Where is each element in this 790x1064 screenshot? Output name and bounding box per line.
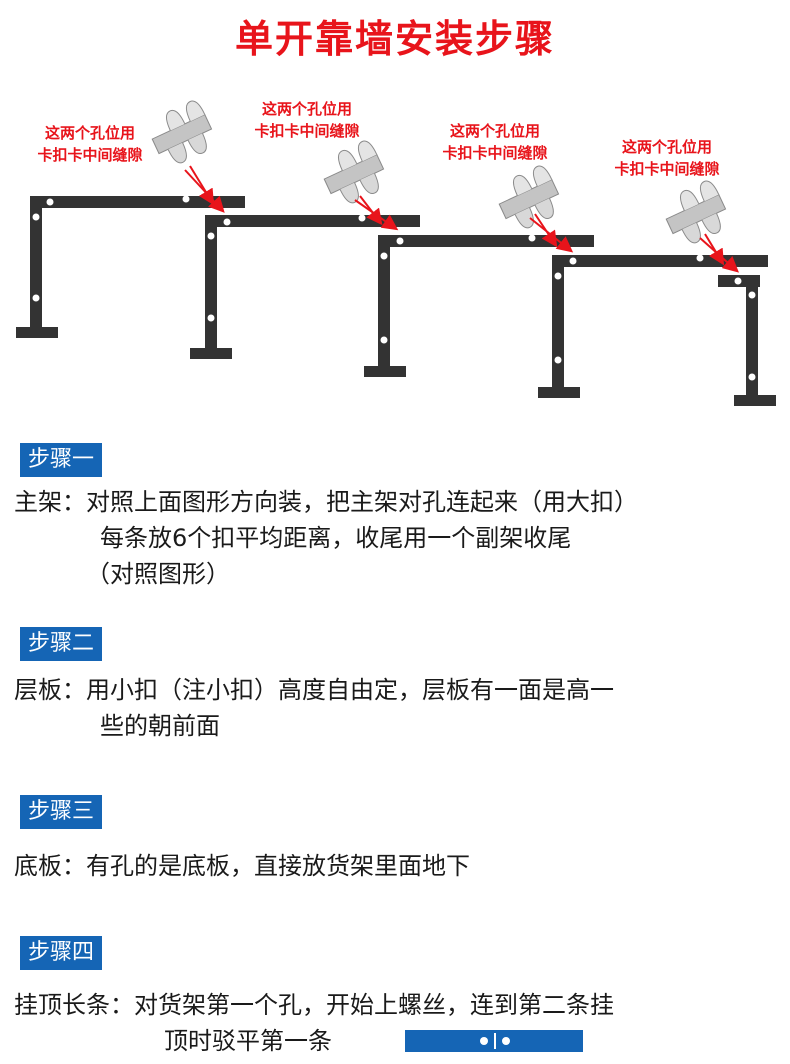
strip-joint [494, 1033, 496, 1049]
callout-3-line1: 这两个孔位用 [449, 122, 540, 140]
end-sub-frame [718, 275, 776, 406]
step-3-line-1: 底板：有孔的是底板，直接放货架里面地下 [14, 852, 470, 880]
callout-4: 这两个孔位用 卡扣卡中间缝隙 [597, 136, 737, 180]
callout-3-line2: 卡扣卡中间缝隙 [442, 144, 548, 162]
strip-hole-right [502, 1037, 510, 1045]
step-2-text: 层板：用小扣（注小扣）高度自由定，层板有一面是高一 些的朝前面 [14, 672, 784, 744]
callout-2-line1: 这两个孔位用 [261, 100, 352, 118]
frame-holes [32, 195, 756, 381]
page-title: 单开靠墙安装步骤 [234, 17, 555, 61]
step-1-line-1: 主架：对照上面图形方向装，把主架对孔连起来（用大扣） [14, 488, 638, 516]
step-4-line-2: 顶时驳平第一条 [164, 1027, 332, 1055]
step-4-line-1: 挂顶长条：对货架第一个孔，开始上螺丝，连到第二条挂 [14, 991, 614, 1019]
clip-2 [323, 140, 385, 204]
step-1-line-2: 每条放6个扣平均距离，收尾用一个副架收尾 [100, 524, 572, 552]
step-4-text: 挂顶长条：对货架第一个孔，开始上螺丝，连到第二条挂 顶时驳平第一条 [14, 987, 784, 1059]
callout-1-line2: 卡扣卡中间缝隙 [37, 146, 143, 164]
frame-2 [190, 215, 420, 359]
callout-4-line1: 这两个孔位用 [621, 138, 712, 156]
step-1-label: 步骤一 [20, 443, 103, 477]
step-2-line-2: 些的朝前面 [100, 712, 220, 740]
top-strip-illustration [405, 1030, 583, 1052]
clip-4 [665, 180, 727, 244]
step-4-label: 步骤四 [20, 936, 103, 970]
step-1-line-3: （对照图形） [86, 560, 230, 588]
clip-3 [498, 165, 560, 229]
step-2-label: 步骤二 [20, 627, 103, 661]
callout-3: 这两个孔位用 卡扣卡中间缝隙 [425, 120, 565, 164]
pointer-arrows [184, 165, 739, 273]
callout-2-line2: 卡扣卡中间缝隙 [254, 122, 360, 140]
step-1-text: 主架：对照上面图形方向装，把主架对孔连起来（用大扣） 每条放6个扣平均距离，收尾… [14, 484, 784, 592]
step-3-text: 底板：有孔的是底板，直接放货架里面地下 [14, 848, 784, 884]
callout-1-line1: 这两个孔位用 [44, 124, 135, 142]
step-2-line-1: 层板：用小扣（注小扣）高度自由定，层板有一面是高一 [14, 676, 614, 704]
installation-diagram: 这两个孔位用 卡扣卡中间缝隙 这两个孔位用 卡扣卡中间缝隙 这两个孔位用 卡扣卡… [0, 90, 790, 420]
step-3-label: 步骤三 [20, 795, 103, 829]
frame-1 [16, 196, 245, 338]
clip-1 [151, 100, 213, 164]
strip-hole-left [480, 1037, 488, 1045]
shelf-frame-diagram [16, 100, 776, 406]
callout-1: 这两个孔位用 卡扣卡中间缝隙 [20, 122, 160, 166]
callout-4-line2: 卡扣卡中间缝隙 [614, 160, 720, 178]
callout-2: 这两个孔位用 卡扣卡中间缝隙 [237, 98, 377, 142]
